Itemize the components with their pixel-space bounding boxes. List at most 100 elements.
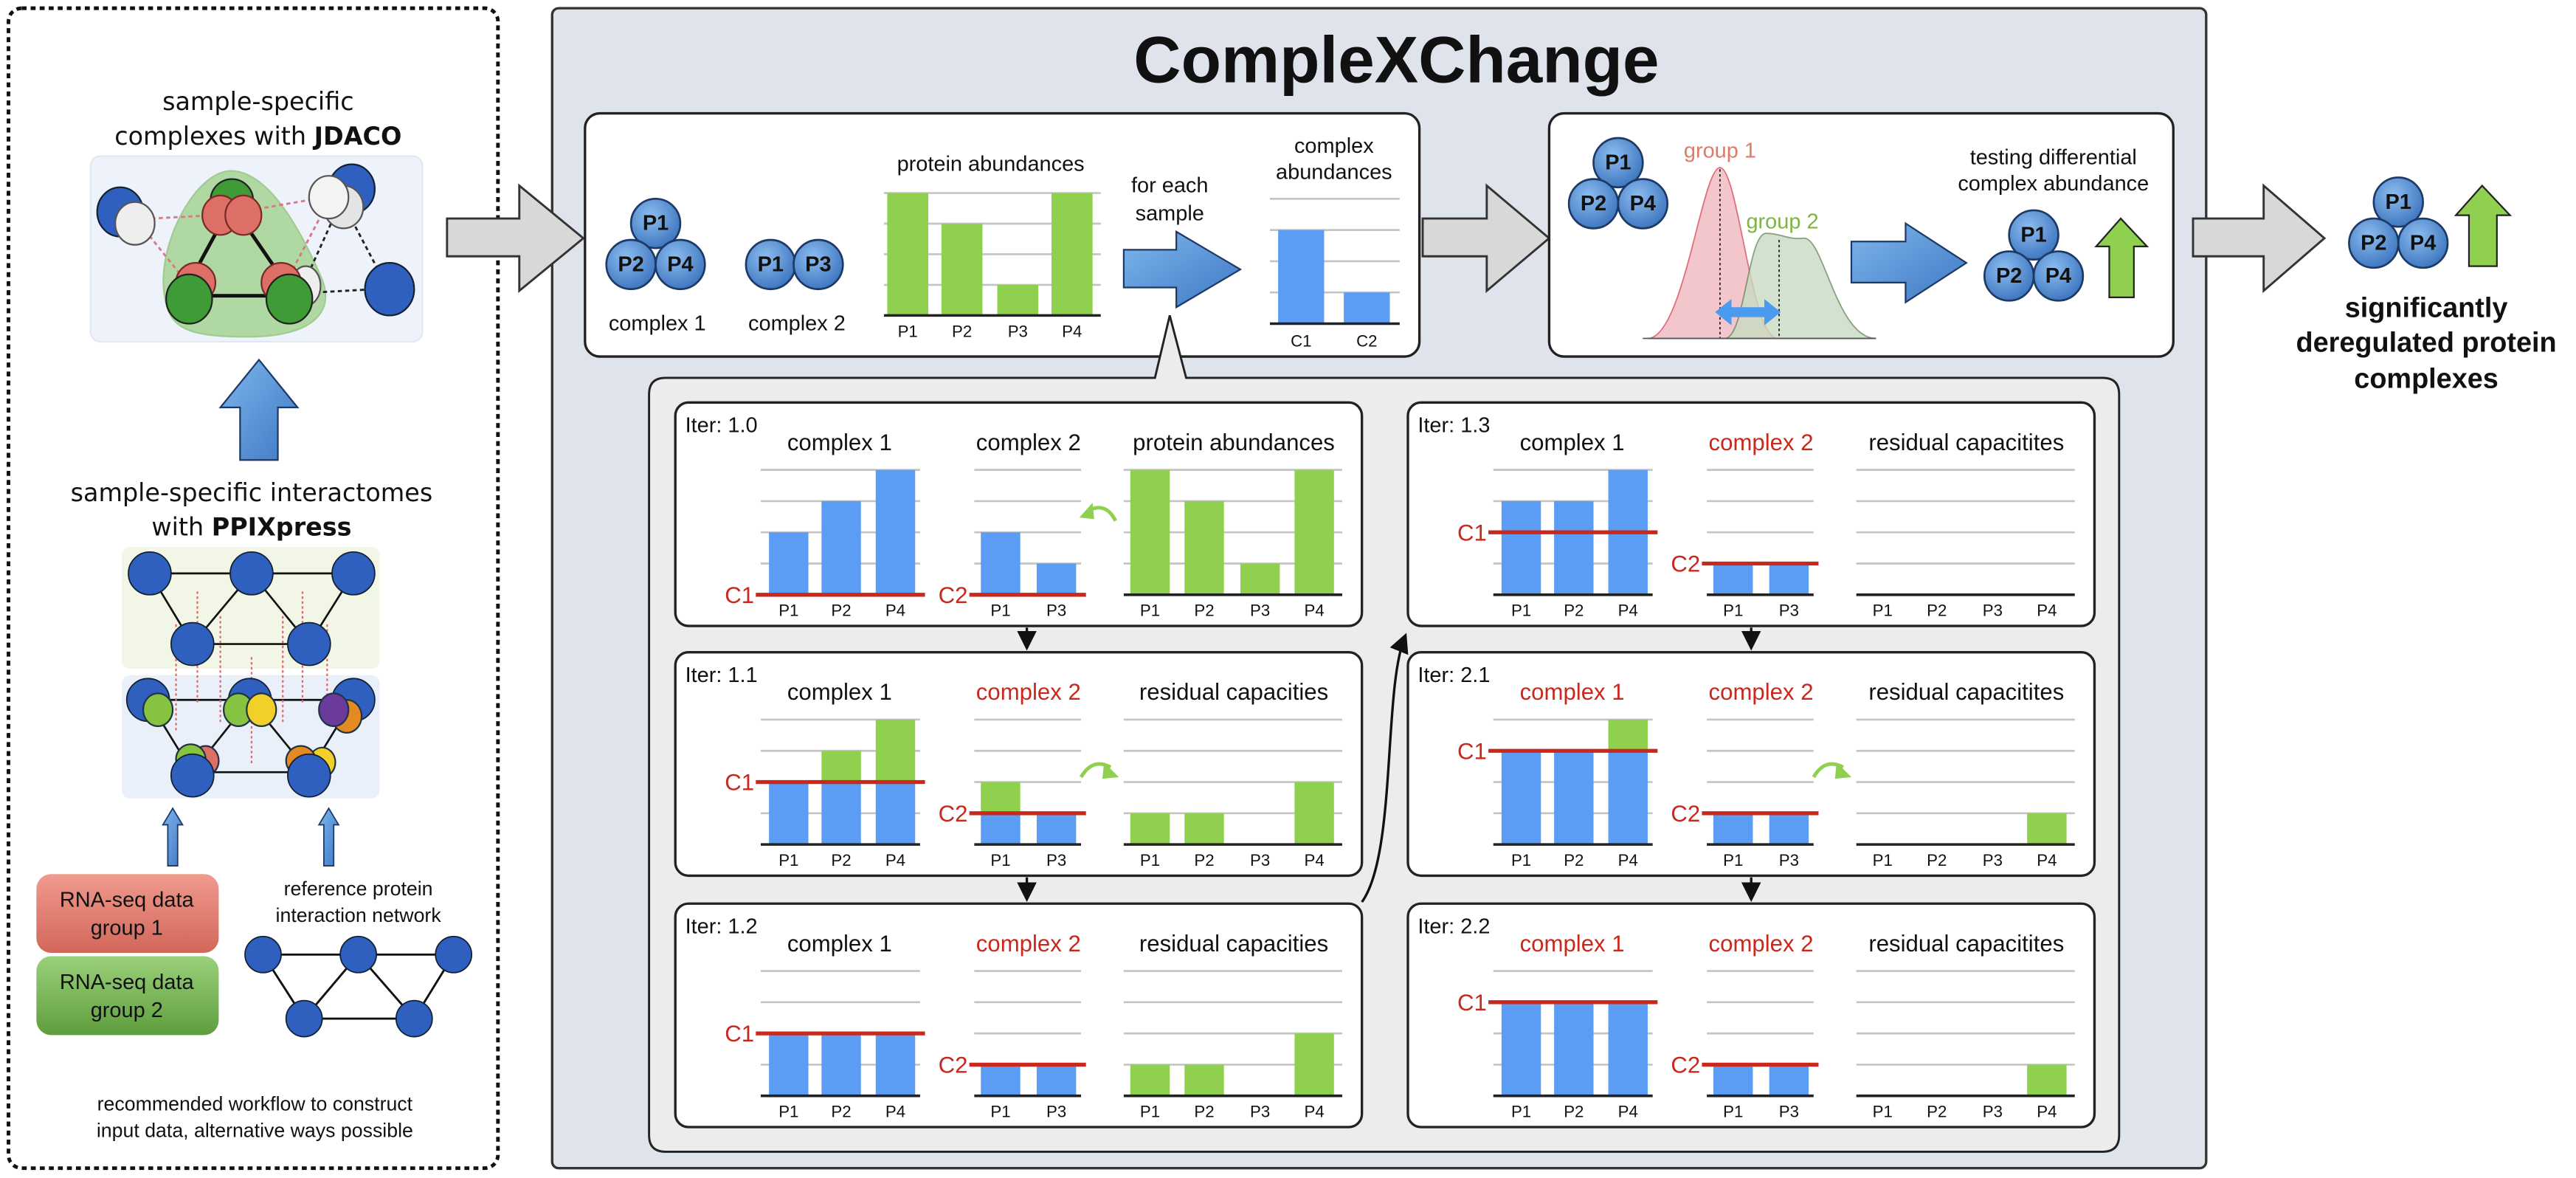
chart-title: complex 1 bbox=[1520, 931, 1625, 957]
allocated-bar bbox=[875, 469, 916, 595]
flow-arrow-icon bbox=[2192, 183, 2327, 294]
footnote-line2: input data, alternative ways possible bbox=[97, 1119, 413, 1141]
up-arrow-icon bbox=[218, 358, 300, 461]
chart-title: residual capacitites bbox=[1868, 931, 2064, 957]
allocated-bar bbox=[769, 1033, 809, 1096]
flow-curved-arrow-icon bbox=[1079, 762, 1119, 779]
tick-label: P3 bbox=[1046, 851, 1066, 869]
allocated-bar bbox=[769, 532, 809, 595]
rna-group1-line2: group 1 bbox=[91, 917, 163, 940]
tick-label: P3 bbox=[1046, 1103, 1066, 1121]
protein-node bbox=[655, 238, 706, 291]
tick-label: P1 bbox=[990, 851, 1010, 869]
protein-node bbox=[2397, 217, 2449, 269]
iteration-label: Iter: 1.2 bbox=[686, 914, 758, 938]
tick-label: P4 bbox=[2037, 602, 2057, 620]
chart-title: complex 1 bbox=[787, 430, 892, 455]
tick-label: P1 bbox=[1511, 1103, 1531, 1121]
excess-bar bbox=[821, 751, 861, 782]
capacity-bar bbox=[1130, 813, 1170, 845]
tick-label: P1 bbox=[778, 602, 798, 620]
tick-label: P1 bbox=[1873, 602, 1893, 620]
tick-label: P2 bbox=[1927, 851, 1947, 869]
capacity-bar bbox=[2027, 813, 2067, 845]
testing-title-line2: complex abundance bbox=[1958, 172, 2149, 196]
threshold-label: C2 bbox=[1671, 551, 1700, 577]
threshold-label: C1 bbox=[725, 1021, 754, 1047]
rna-group2-line2: group 2 bbox=[91, 999, 163, 1022]
protein-label: P3 bbox=[805, 252, 831, 276]
protein-label: P1 bbox=[2386, 190, 2411, 214]
allocated-bar bbox=[1501, 751, 1541, 845]
result-label-line3: complexes bbox=[2354, 363, 2499, 394]
chart-title: residual capacitites bbox=[1868, 679, 2064, 705]
allocated-bar bbox=[1036, 1064, 1077, 1096]
allocated-bar bbox=[981, 813, 1021, 845]
protein-node bbox=[2008, 209, 2059, 261]
rna-group2-line1: RNA-seq data bbox=[60, 971, 195, 994]
chart-title: complex 1 bbox=[1520, 679, 1625, 705]
excess-bar bbox=[981, 782, 1021, 813]
chart-title: complex 2 bbox=[976, 931, 1081, 957]
reference-network-illustration bbox=[244, 935, 473, 1038]
protein-label: P4 bbox=[2045, 264, 2071, 288]
tick-label: P1 bbox=[1511, 602, 1531, 620]
tick-label: P4 bbox=[2037, 851, 2057, 869]
ppixpress-tool-name: PPIXpress bbox=[212, 513, 352, 542]
protein-label: P4 bbox=[1630, 192, 1656, 216]
excess-bar bbox=[1608, 719, 1648, 751]
allocated-bar bbox=[1036, 563, 1077, 595]
allocated-bar bbox=[1713, 813, 1753, 845]
allocated-bar bbox=[1608, 751, 1648, 845]
capacity-bar bbox=[1294, 1033, 1334, 1096]
tick-label: P4 bbox=[1618, 851, 1638, 869]
allocated-bar bbox=[1608, 1002, 1648, 1096]
allocated-bar bbox=[769, 782, 809, 845]
tick-label: P4 bbox=[885, 1103, 905, 1121]
protein-label: P1 bbox=[758, 252, 784, 276]
tick-label: P1 bbox=[1723, 602, 1743, 620]
allocated-bar bbox=[1554, 751, 1594, 845]
allocated-bar bbox=[821, 500, 861, 595]
up-arrow-icon bbox=[162, 807, 184, 867]
threshold-label: C1 bbox=[725, 582, 754, 608]
chart-title: complex 2 bbox=[1709, 430, 1814, 455]
protein-node bbox=[2372, 176, 2424, 228]
group2-label: group 2 bbox=[1746, 210, 1818, 233]
right-arrow-icon bbox=[1122, 230, 1243, 309]
protein-label: P1 bbox=[1605, 151, 1631, 174]
tick-label: P1 bbox=[1511, 851, 1531, 869]
threshold-label: C1 bbox=[725, 770, 754, 796]
rna-group1-line1: RNA-seq data bbox=[60, 889, 195, 912]
iteration-label: Iter: 2.1 bbox=[1418, 664, 1490, 687]
bar bbox=[941, 224, 983, 316]
interactome-layers-illustration bbox=[122, 547, 380, 799]
tick-label: P4 bbox=[1618, 602, 1638, 620]
ppi-title-prefix: with bbox=[151, 513, 211, 542]
protein-label: P4 bbox=[667, 252, 693, 276]
threshold-label: C2 bbox=[1671, 801, 1700, 827]
chart-title: complex 2 bbox=[1709, 931, 1814, 957]
allocated-bar bbox=[1554, 500, 1594, 595]
capacity-bar bbox=[1130, 1064, 1170, 1096]
chart-title: residual capacitites bbox=[1868, 430, 2064, 455]
testing-title-line1: testing differential bbox=[1970, 146, 2137, 170]
protein-label: P2 bbox=[1996, 264, 2022, 288]
tick-label: P1 bbox=[1873, 1103, 1893, 1121]
complex2-label: complex 2 bbox=[748, 311, 846, 335]
protein-label: P1 bbox=[643, 212, 669, 235]
threshold-label: C1 bbox=[1457, 738, 1487, 764]
allocated-bar bbox=[1713, 563, 1753, 595]
allocated-bar bbox=[875, 1033, 916, 1096]
